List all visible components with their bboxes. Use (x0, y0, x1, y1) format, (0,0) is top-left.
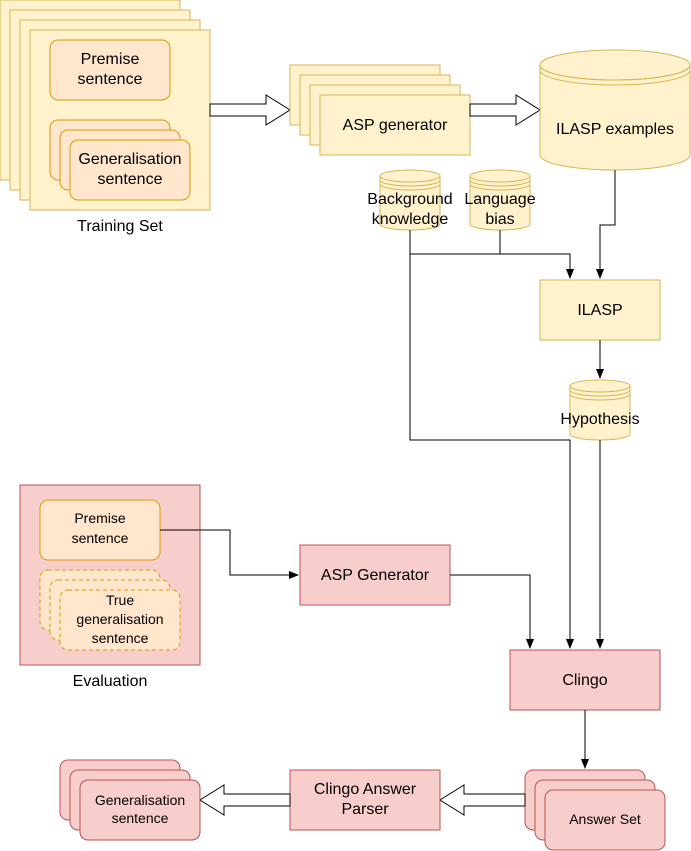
evaluation-caption: Evaluation (73, 673, 148, 690)
background-knowledge-line1: Background (367, 191, 452, 208)
edge-background-to-ilasp (409, 230, 574, 279)
asp-generator-top-stack: ASP generator (289, 64, 471, 156)
language-bias-cylinder: Language bias (464, 169, 536, 231)
answer-set-stack: Answer Set (524, 769, 666, 851)
background-knowledge-cylinder: Background knowledge (367, 169, 453, 231)
training-premise-line1: Premise (81, 51, 140, 68)
edge-examples-to-ilasp (596, 170, 616, 279)
output-generalisation-line1: Generalisation (95, 792, 185, 808)
training-premise-box: Premise sentence (49, 39, 171, 101)
arrow-training-to-asp (209, 94, 291, 126)
hypothesis-label: Hypothesis (560, 411, 639, 428)
true-generalisation-line1: True (106, 592, 134, 608)
asp-generator-bottom-box: ASP Generator (299, 544, 451, 606)
arrow-asp-to-examples (469, 94, 541, 126)
output-generalisation-line2: sentence (112, 810, 169, 826)
asp-generator-top-label: ASP generator (343, 117, 448, 134)
edge-asp-generator-to-clingo (450, 574, 534, 649)
asp-generator-bottom-label: ASP Generator (321, 567, 430, 584)
background-knowledge-line2: knowledge (372, 211, 449, 228)
answer-set-label: Answer Set (569, 811, 641, 827)
true-generalisation-line3: sentence (92, 630, 149, 646)
clingo-box: Clingo (509, 649, 661, 711)
training-generalisation-line1: Generalisation (78, 151, 181, 168)
ilasp-examples-cylinder: ILASP examples (539, 49, 691, 171)
parser-label-line2: Parser (341, 801, 389, 818)
language-bias-line1: Language (464, 191, 535, 208)
evaluation-premise-line1: Premise (74, 510, 126, 526)
true-generalisation-line2: generalisation (76, 611, 163, 627)
training-generalisation-stack: Generalisation sentence (49, 119, 191, 201)
clingo-label: Clingo (562, 672, 607, 689)
ilasp-box: ILASP (539, 279, 661, 341)
ilasp-examples-label: ILASP examples (556, 121, 674, 138)
evaluation-premise-line2: sentence (72, 530, 129, 546)
evaluation-true-generalisation-stack: True generalisation sentence (39, 569, 181, 651)
arrow-answer-set-to-parser (439, 784, 526, 816)
edge-background-to-clingo (409, 254, 574, 649)
edge-premise-to-asp-generator (160, 529, 299, 579)
hypothesis-cylinder: Hypothesis (560, 379, 640, 441)
clingo-answer-parser-box: Clingo Answer Parser (289, 769, 441, 831)
arrow-parser-to-output (199, 784, 291, 816)
parser-label-line1: Clingo Answer (314, 781, 417, 798)
ilasp-label: ILASP (577, 302, 622, 319)
training-generalisation-line2: sentence (98, 171, 163, 188)
training-set-caption: Training Set (77, 218, 163, 235)
training-premise-line2: sentence (78, 71, 143, 88)
language-bias-line2: bias (485, 211, 514, 228)
evaluation-premise-box: Premise sentence (39, 499, 161, 561)
output-generalisation-stack: Generalisation sentence (59, 759, 201, 841)
